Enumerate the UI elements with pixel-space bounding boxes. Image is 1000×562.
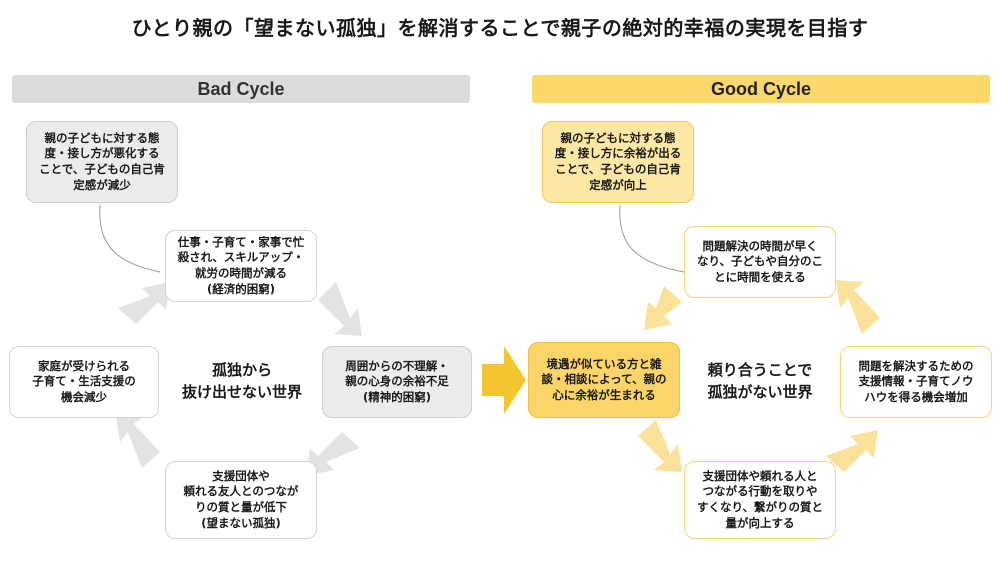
bad-arrow-lower-left [116,414,160,468]
bad-box-child-self-esteem: 親の子どもに対する態 度・接し方が悪化する ことで、子どもの自己肯 定感が減少 [26,121,178,203]
bad-box-support-decrease: 家庭が受けられる 子育て・生活支援の 機会減少 [9,346,159,418]
bad-connector-curve [99,204,161,273]
good-box-time-saved: 問題解決の時間が早く なり、子どもや自分のこ とに時間を使える [684,226,836,298]
good-arrow-lower-left [638,420,682,472]
bad-arrow-upper-left [118,282,170,324]
good-box-child-self-esteem: 親の子どもに対する態 度・接し方に余裕が出る ことで、子どもの自己肯 定感が向上 [542,121,694,203]
good-box-child-self-esteem-text: 親の子どもに対する態 度・接し方に余裕が出る ことで、子どもの自己肯 定感が向上 [554,130,682,192]
good-cycle-header: Good Cycle [532,75,990,103]
bad-box-misunderstanding-text: 周囲からの不理解・ 親の心身の余裕不足 (精神的困窮) [345,358,449,404]
good-arrow-upper-right [836,280,880,334]
good-box-peer-talk-text: 境遇が似ている方と雑 談・相談によって、親の 心に余裕が生まれる [541,356,667,402]
bad-arrow-lower-right [306,432,360,476]
transition-arrow [482,346,526,414]
good-arrow-upper-left [644,286,682,330]
bad-box-isolation-text: 支援団体や 頼れる友人とのつなが りの質と量が低下 (望まない孤独) [183,468,299,530]
good-box-connection-text: 支援団体や頼れる人と つながる行動を取りや すくなり、繋がりの質と 量が向上する [696,468,824,530]
good-box-support-info-text: 問題を解決するための 支援情報・子育てノウ ハウを得る機会増加 [858,358,974,404]
bad-box-child-self-esteem-text: 親の子どもに対する態 度・接し方が悪化する ことで、子どもの自己肯 定感が減少 [39,130,165,192]
bad-box-busy-time: 仕事・子育て・家事で忙 殺され、スキルアップ・ 就労の時間が減る (経済的困窮) [165,230,317,302]
bad-box-support-decrease-text: 家庭が受けられる 子育て・生活支援の 機会減少 [32,358,136,404]
good-box-peer-talk: 境遇が似ている方と雑 談・相談によって、親の 心に余裕が生まれる [528,342,680,418]
bad-cycle-center: 孤独から 抜け出せない世界 [181,361,302,401]
good-connector-curve [619,204,685,273]
bad-cycle-header: Bad Cycle [12,75,470,103]
good-arrow-lower-right [826,430,878,472]
bad-box-misunderstanding: 周囲からの不理解・ 親の心身の余裕不足 (精神的困窮) [322,346,472,418]
good-box-support-info: 問題を解決するための 支援情報・子育てノウ ハウを得る機会増加 [840,346,992,418]
bad-arrow-upper-right [318,282,362,336]
good-box-time-saved-text: 問題解決の時間が早く なり、子どもや自分のこ とに時間を使える [696,238,824,284]
bad-box-busy-time-text: 仕事・子育て・家事で忙 殺され、スキルアップ・ 就労の時間が減る (経済的困窮) [177,234,305,296]
page-title: ひとり親の「望まない孤独」を解消することで親子の絶対的幸福の実現を目指す [131,16,869,40]
bad-box-isolation: 支援団体や 頼れる友人とのつなが りの質と量が低下 (望まない孤独) [165,461,317,539]
good-box-connection: 支援団体や頼れる人と つながる行動を取りや すくなり、繋がりの質と 量が向上する [684,461,836,539]
good-cycle-center: 頼り合うことで 孤独がない世界 [707,361,813,401]
